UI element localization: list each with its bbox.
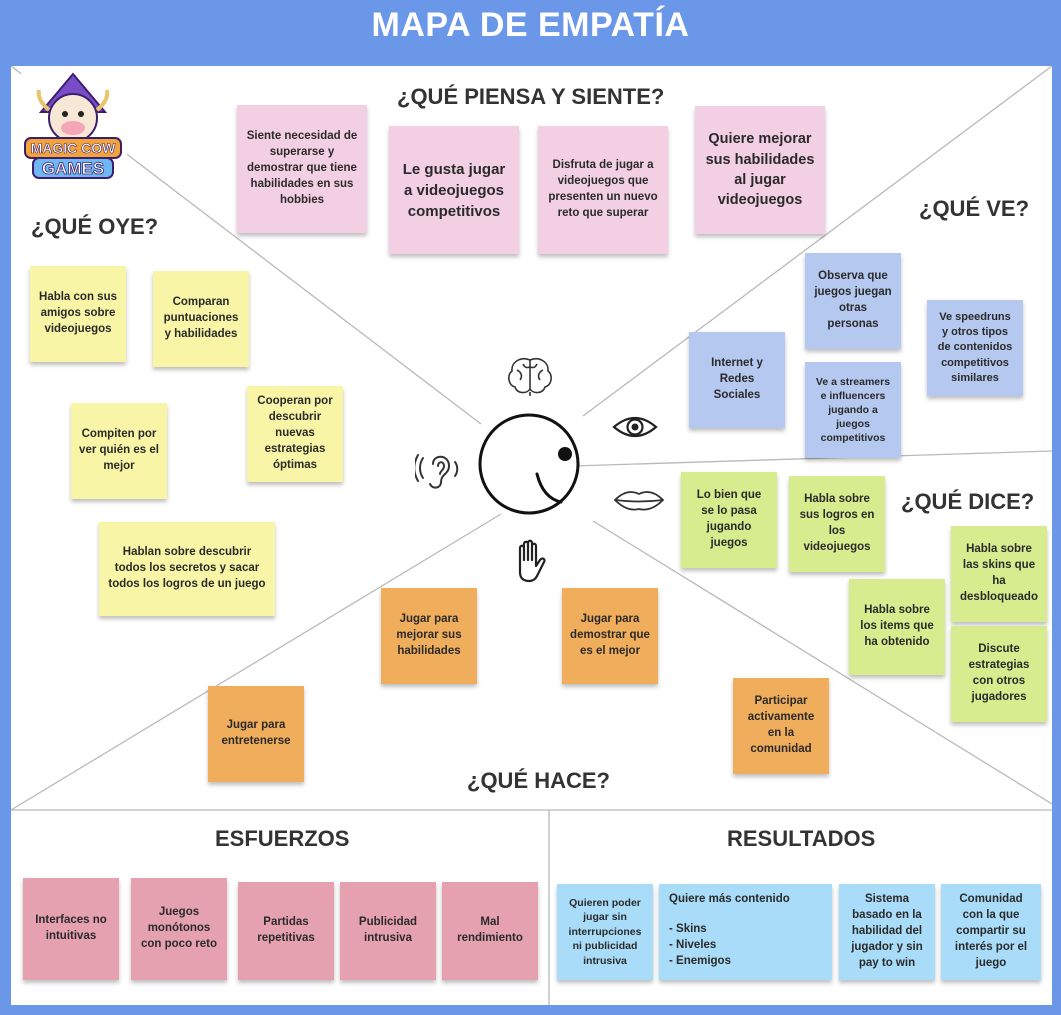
- empathy-map-board: MAGIC COW GAMES ¿QUÉ PIENSA Y SIENTE? ¿Q…: [11, 66, 1052, 1005]
- sticky-note-dice: Lo bien que se lo pasa jugando juegos: [681, 472, 777, 568]
- sticky-note-dice: Habla sobre las skins que ha desbloquead…: [951, 526, 1047, 622]
- sticky-note-esfuerzo: Publicidad intrusiva: [340, 882, 436, 980]
- magic-cow-games-logo: MAGIC COW GAMES: [19, 70, 127, 180]
- sticky-note-hace: Jugar para entretenerse: [208, 686, 304, 782]
- heading-piensa: ¿QUÉ PIENSA Y SIENTE?: [397, 84, 665, 109]
- hand-icon: [518, 539, 546, 583]
- sticky-note-dice: Habla sobre los items que ha obtenido: [849, 579, 945, 675]
- sticky-note-oye: Compiten por ver quién es el mejor: [71, 403, 167, 499]
- note-list-item: - Skins: [669, 922, 707, 935]
- note-list-item: - Enemigos: [669, 954, 731, 967]
- heading-ve: ¿QUÉ VE?: [919, 196, 1030, 221]
- logo-text-1: MAGIC COW: [31, 140, 117, 156]
- sticky-note-piensa: Le gusta jugar a videojuegos competitivo…: [389, 126, 519, 254]
- heading-esfuerzos: ESFUERZOS: [215, 826, 350, 851]
- sticky-note-piensa: Quiere mejorar sus habilidades al jugar …: [695, 106, 825, 234]
- heading-dice: ¿QUÉ DICE?: [901, 489, 1035, 514]
- sticky-note-hace: Jugar para demostrar que es el mejor: [562, 588, 658, 684]
- ear-icon: [415, 454, 459, 489]
- sticky-note-ve: Internet y Redes Sociales: [689, 332, 785, 428]
- heading-resultados: RESULTADOS: [727, 826, 876, 851]
- sticky-note-dice: Habla sobre sus logros en los videojuego…: [789, 476, 885, 572]
- sticky-note-oye: Hablan sobre descubrir todos los secreto…: [99, 522, 275, 616]
- sticky-note-oye: Comparan puntuaciones y habilidades: [153, 271, 249, 367]
- logo-text-2: GAMES: [42, 159, 104, 178]
- face-icon: [478, 413, 580, 515]
- page-title: MAPA DE EMPATÍA: [371, 6, 690, 44]
- sticky-note-piensa: Disfruta de jugar a videojuegos que pres…: [538, 126, 668, 254]
- note-title: Quiere más contenido: [669, 893, 790, 905]
- sticky-note-esfuerzo: Juegos monótonos con poco reto: [131, 878, 227, 980]
- heading-hace: ¿QUÉ HACE?: [467, 768, 610, 793]
- sticky-note-dice: Discute estrategias con otros jugadores: [951, 626, 1047, 722]
- sticky-note-ve: Ve a streamers e influencers jugando a j…: [805, 362, 901, 458]
- divider-lines: [11, 66, 1052, 1005]
- sticky-note-hace: Participar activamente en la comunidad: [733, 678, 829, 774]
- sticky-note-resultado: Sistema basado en la habilidad del jugad…: [839, 884, 935, 980]
- sticky-note-resultado: Comunidad con la que compartir su interé…: [941, 884, 1041, 980]
- sticky-note-piensa: Siente necesidad de superarse y demostra…: [237, 105, 367, 233]
- sticky-note-hace: Jugar para mejorar sus habilidades: [381, 588, 477, 684]
- eye-icon: [612, 416, 658, 438]
- sticky-note-ve: Observa que juegos juegan otras personas: [805, 253, 901, 349]
- sticky-note-ve: Ve speedruns y otros tipos de contenidos…: [927, 300, 1023, 396]
- heading-oye: ¿QUÉ OYE?: [31, 214, 159, 239]
- brain-icon: [508, 357, 552, 396]
- sticky-note-esfuerzo: Mal rendimiento: [442, 882, 538, 980]
- sticky-note-oye: Habla con sus amigos sobre videojuegos: [30, 266, 126, 362]
- sticky-note-esfuerzo: Partidas repetitivas: [238, 882, 334, 980]
- sticky-note-resultado: Quieren poder jugar sin interrupciones n…: [557, 884, 653, 980]
- sticky-note-resultado-contenido: Quiere más contenido - Skins - Niveles -…: [659, 884, 832, 980]
- sticky-note-oye: Cooperan por descubrir nuevas estrategia…: [247, 386, 343, 482]
- mouth-icon: [613, 491, 665, 511]
- sticky-note-esfuerzo: Interfaces no intuitivas: [23, 878, 119, 980]
- note-list-item: - Niveles: [669, 938, 717, 951]
